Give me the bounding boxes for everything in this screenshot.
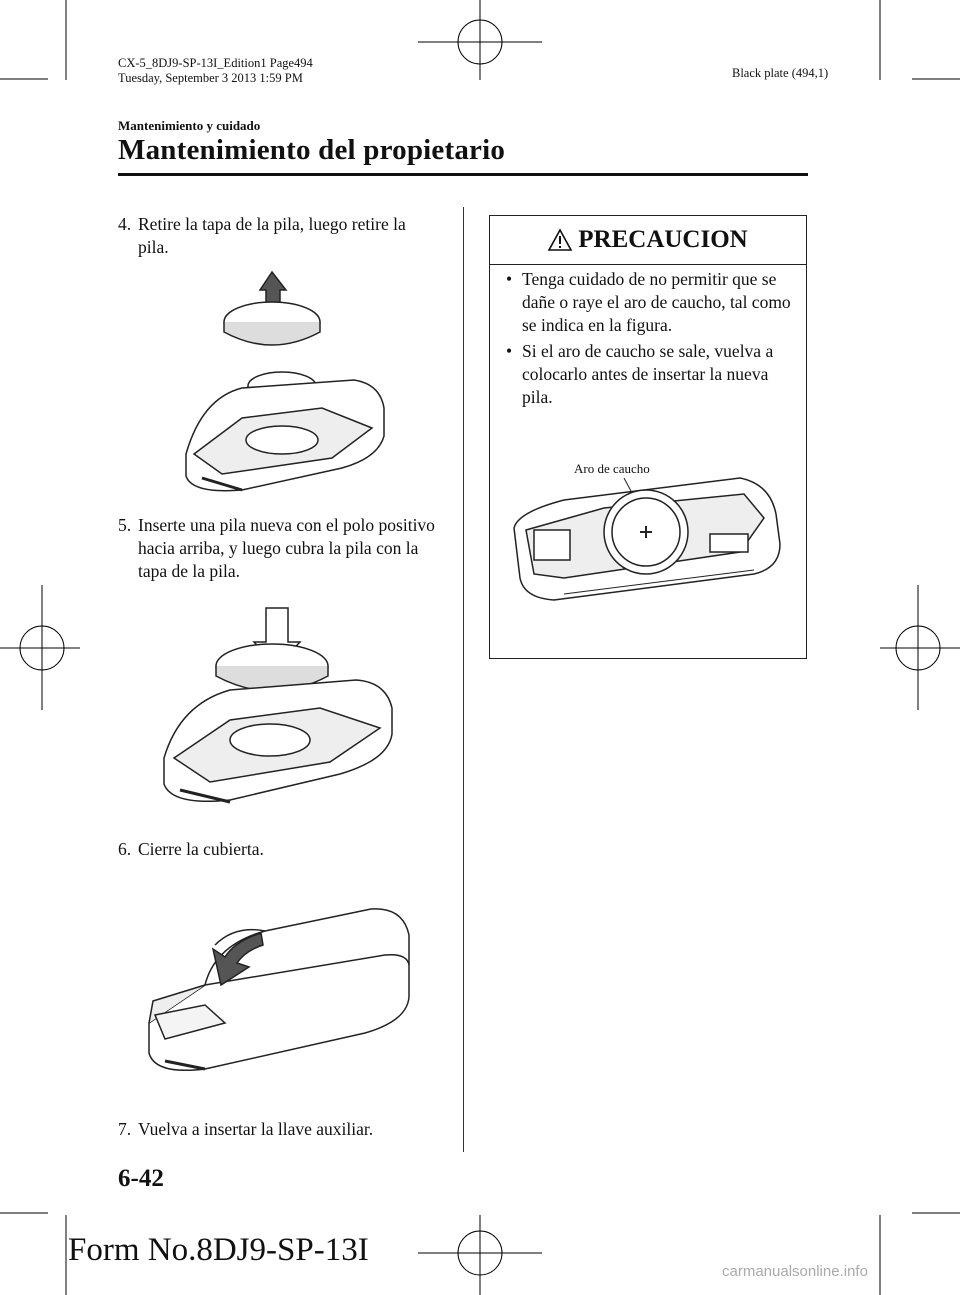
step-number: 6. (118, 839, 132, 859)
figure-close-cover (148, 908, 410, 1072)
column-divider (463, 207, 464, 1152)
print-info-date: Tuesday, September 3 2013 1:59 PM (118, 71, 303, 85)
plate-label: Black plate (494,1) (732, 66, 829, 80)
bullet-dot: • (506, 269, 513, 289)
step-text: Retire la tapa de la pila, luego retire … (138, 214, 406, 257)
step-number: 7. (118, 1119, 132, 1139)
section-label: Mantenimiento y cuidado (118, 118, 261, 133)
page-title: Mantenimiento del propietario (118, 134, 506, 166)
caution-bullet-text: Tenga cuidado de no permitir que se dañe… (522, 269, 791, 335)
step-text: Cierre la cubierta. (138, 839, 264, 859)
figure-remove-battery (185, 270, 385, 492)
figure-rubber-ring (513, 477, 781, 601)
print-info: CX-5_8DJ9-SP-13I_Edition1 Page494 Tuesda… (118, 56, 313, 86)
caution-title: PRECAUCION (578, 226, 748, 253)
form-number: Form No.8DJ9-SP-13I (68, 1232, 369, 1268)
caution-bullet-text: Si el aro de caucho se sale, vuelva a co… (522, 341, 774, 407)
step-number: 4. (118, 214, 132, 234)
watermark: carmanualsonline.info (722, 1263, 868, 1280)
warning-triangle-icon (547, 228, 573, 251)
page-number: 6-42 (118, 1165, 164, 1192)
step-number: 5. (118, 515, 132, 535)
caution-header: PRECAUCION (490, 216, 806, 265)
print-info-file: CX-5_8DJ9-SP-13I_Edition1 Page494 (118, 56, 313, 70)
figure-insert-battery (163, 607, 393, 804)
caution-box: PRECAUCION • Tenga cuidado de no permiti… (489, 215, 807, 659)
title-rule (118, 173, 808, 176)
figure-label-rubber-ring: Aro de caucho (574, 461, 650, 476)
step-text: Vuelva a insertar la llave auxiliar. (138, 1119, 374, 1139)
bullet-dot: • (506, 341, 513, 361)
step-text: Inserte una pila nueva con el polo posit… (138, 515, 435, 581)
